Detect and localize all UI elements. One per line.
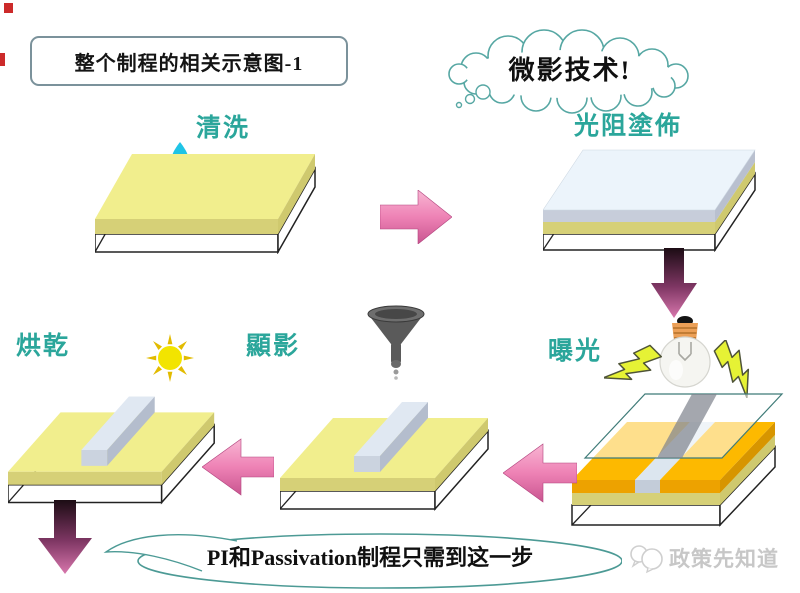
arrow-down-icon — [38, 500, 92, 574]
light-bulb-icon — [659, 316, 711, 388]
arrow-right-icon — [380, 190, 452, 244]
thought-bubble-trail-icon — [455, 84, 491, 109]
chat-bubbles-logo-icon — [630, 545, 663, 574]
funnel-icon — [367, 305, 425, 380]
artifact-mark — [0, 53, 5, 66]
artifact-mark — [4, 3, 13, 13]
watermark: 政策先知道 — [628, 542, 779, 574]
wafer-cleaning — [95, 154, 316, 254]
diagram-title: 整个制程的相关示意图-1 — [30, 36, 348, 86]
diagram-title-text: 整个制程的相关示意图-1 — [74, 52, 304, 75]
wafer-drying — [8, 396, 215, 505]
photomask — [583, 393, 784, 459]
sun-icon — [146, 334, 194, 382]
arrow-left-icon — [202, 438, 274, 496]
wafer-exposure — [571, 393, 784, 527]
resist-ridge — [81, 396, 155, 466]
arrow-left-icon — [503, 443, 577, 503]
label-exposure: 曝光 — [548, 337, 603, 365]
label-drying: 烘乾 — [16, 332, 71, 360]
lightning-right-icon — [713, 340, 750, 398]
lightning-left-icon — [604, 344, 662, 381]
wafer-development — [280, 402, 489, 511]
thought-cloud-icon — [448, 29, 689, 114]
bottom-note-text: PI和Passivation制程只需到这一步 — [206, 545, 534, 570]
resist-ridge — [354, 402, 428, 472]
label-cleaning: 清洗 — [196, 114, 251, 142]
thought-bubble-text: 微影技术! — [508, 56, 632, 85]
label-development: 顯影 — [246, 332, 301, 360]
label-coating: 光阻塗佈 — [574, 112, 683, 140]
bottom-note-bubble — [103, 533, 622, 589]
wafer-coated — [543, 149, 756, 252]
arrow-down-icon — [651, 248, 697, 318]
watermark-text: 政策先知道 — [669, 547, 779, 571]
